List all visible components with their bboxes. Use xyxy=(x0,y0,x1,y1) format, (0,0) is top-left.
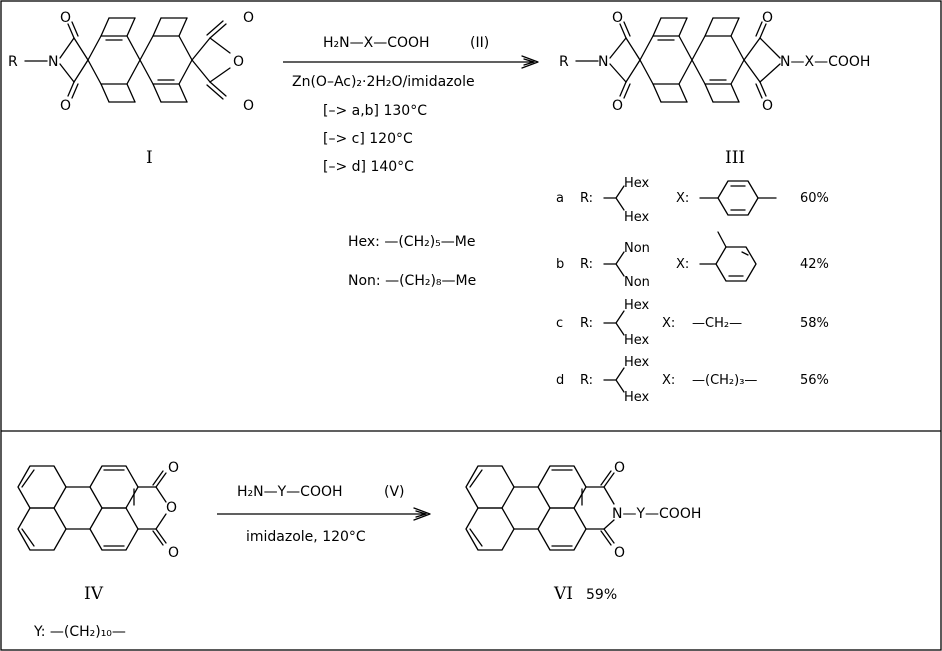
carbonyl-oxygen: O xyxy=(612,10,623,26)
compound-I-label: I xyxy=(146,148,153,168)
compound-VI-yield: 59% xyxy=(586,587,617,603)
compound-III-label: III xyxy=(725,148,745,168)
arrowhead-1 xyxy=(521,55,539,69)
para-phenylene-icon xyxy=(699,180,777,216)
carbonyl-oxygen: O xyxy=(762,10,773,26)
anhydride-oxygen: O xyxy=(166,500,177,516)
imide-nitrogen: N xyxy=(598,54,608,70)
x-label: X: xyxy=(676,191,689,206)
variant-letter: d xyxy=(556,373,564,388)
carbonyl-oxygen: O xyxy=(614,545,625,561)
reagent-V-ref: (V) xyxy=(384,484,405,500)
variant-letter: b xyxy=(556,257,564,272)
x-label: X: xyxy=(662,373,675,388)
variant-letter: a xyxy=(556,191,564,206)
carbonyl-oxygen: O xyxy=(614,460,625,476)
carbonyl-oxygen: O xyxy=(60,98,71,114)
yield: 42% xyxy=(800,257,829,272)
carbonyl-oxygen: O xyxy=(168,545,179,561)
substituent-top: Hex xyxy=(624,176,650,191)
n-y-cooh: N—Y—COOH xyxy=(612,506,701,522)
reagent-V: H₂N—Y—COOH xyxy=(237,484,343,500)
r-label: R: xyxy=(580,373,593,388)
substituent-bottom: Hex xyxy=(624,210,650,225)
carbonyl-oxygen: O xyxy=(243,10,254,26)
carbonyl-oxygen: O xyxy=(612,98,623,114)
temp-c: [–> c] 120°C xyxy=(323,131,413,147)
r-label: R: xyxy=(580,191,593,206)
temp-d: [–> d] 140°C xyxy=(323,159,414,175)
compound-IV-structure xyxy=(17,465,167,551)
carbonyl-oxygen: O xyxy=(168,460,179,476)
variant-b: b R: Non Non X: 42% xyxy=(556,231,829,290)
reagent-II: H₂N—X—COOH xyxy=(323,35,430,51)
compound-IV-label: IV xyxy=(84,584,104,604)
variant-d: d R: Hex Hex X: —(CH₂)₃— 56% xyxy=(556,355,829,405)
substituent-bottom: Hex xyxy=(624,333,650,348)
variant-a: a R: Hex Hex X: 60% xyxy=(556,176,829,225)
substituent-top: Non xyxy=(624,241,650,256)
x-linker: —CH₂— xyxy=(692,316,742,331)
imide-nitrogen: N xyxy=(48,54,58,70)
yield: 58% xyxy=(800,316,829,331)
arrowhead-2 xyxy=(413,507,431,521)
reagent-II-ref: (II) xyxy=(470,35,489,51)
r-group-label: R xyxy=(559,54,569,70)
r-group-label: R xyxy=(8,54,18,70)
carbonyl-oxygen: O xyxy=(243,98,254,114)
substituent-bottom: Non xyxy=(624,275,650,290)
temp-ab: [–> a,b] 130°C xyxy=(323,103,427,119)
compound-III-structure xyxy=(575,17,781,103)
ortho-phenylene-icon xyxy=(699,231,757,282)
n-x-cooh: N—X—COOH xyxy=(780,54,870,70)
y-definition: Y: —(CH₂)₁₀— xyxy=(33,624,126,640)
variant-letter: c xyxy=(556,316,563,331)
carbonyl-oxygen: O xyxy=(60,10,71,26)
yield: 56% xyxy=(800,373,829,388)
hex-definition: Hex: —(CH₂)₅—Me xyxy=(348,234,476,250)
conditions-1: Zn(O–Ac)₂·2H₂O/imidazole xyxy=(292,74,475,90)
x-label: X: xyxy=(662,316,675,331)
substituent-top: Hex xyxy=(624,355,650,370)
x-linker: —(CH₂)₃— xyxy=(692,373,757,388)
r-label: R: xyxy=(580,257,593,272)
compound-VI-structure xyxy=(465,465,615,551)
anhydride-oxygen: O xyxy=(233,54,244,70)
compound-I-structure xyxy=(24,17,231,103)
substituent-top: Hex xyxy=(624,298,650,313)
variant-c: c R: Hex Hex X: —CH₂— 58% xyxy=(556,298,829,348)
non-definition: Non: —(CH₂)₈—Me xyxy=(348,273,476,289)
substituent-bottom: Hex xyxy=(624,390,650,405)
carbonyl-oxygen: O xyxy=(762,98,773,114)
x-label: X: xyxy=(676,257,689,272)
r-label: R: xyxy=(580,316,593,331)
conditions-2: imidazole, 120°C xyxy=(246,529,366,545)
yield: 60% xyxy=(800,191,829,206)
compound-VI-label: VI xyxy=(553,584,573,604)
